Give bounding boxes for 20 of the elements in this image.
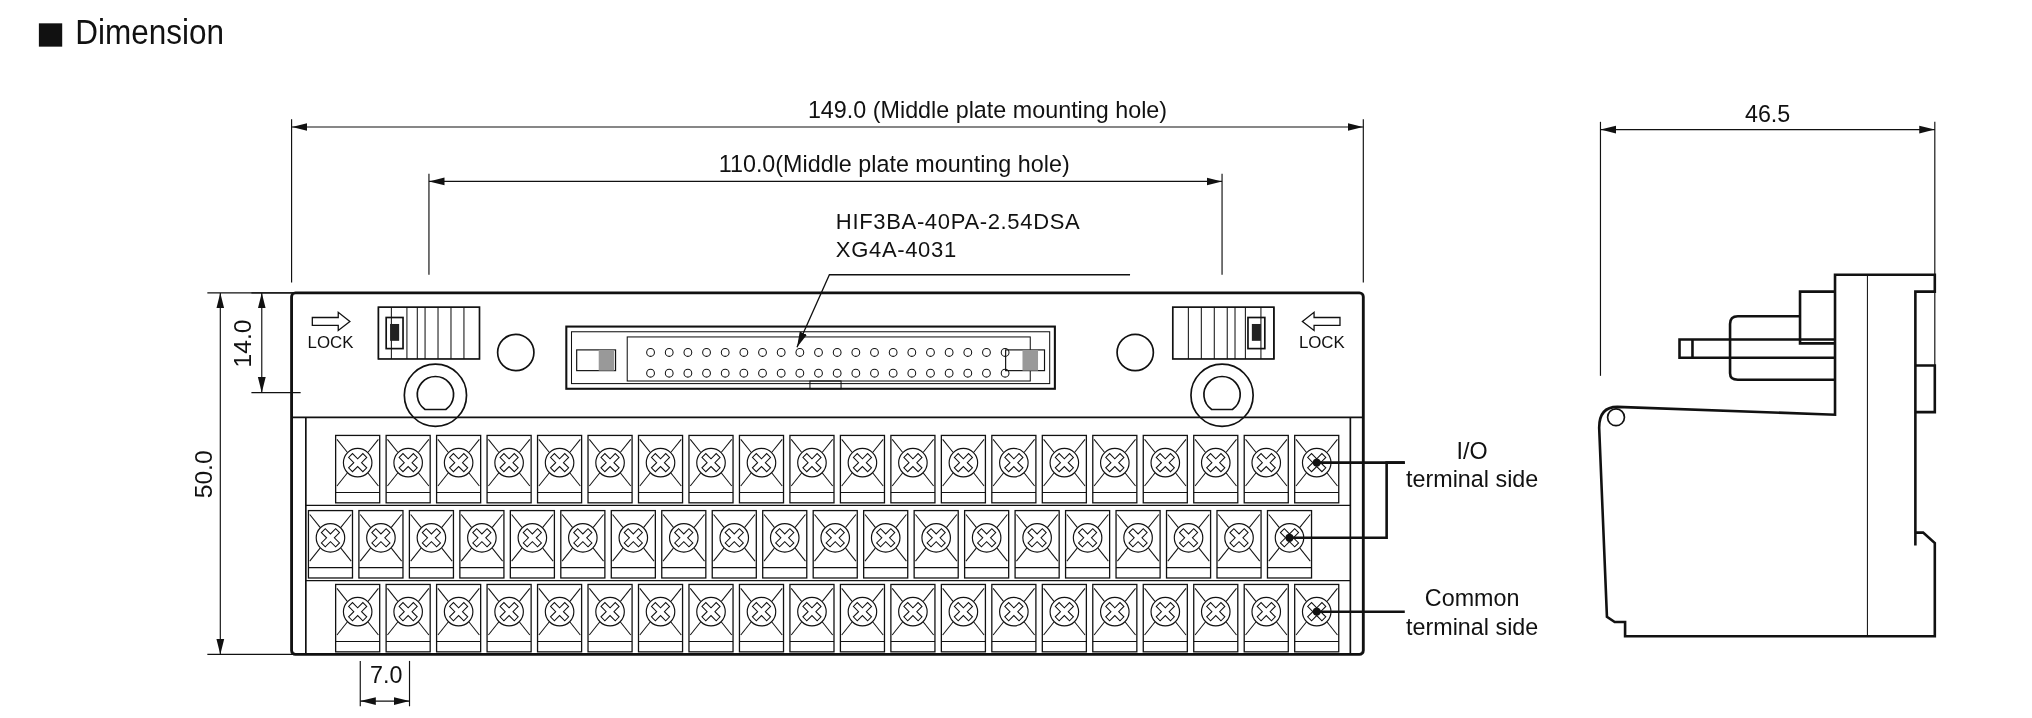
connector-drawing bbox=[565, 325, 1056, 390]
part-number: XG4A-4031 bbox=[835, 236, 958, 264]
dimension-label: 46.5 bbox=[1744, 102, 1791, 129]
terminal-row bbox=[335, 583, 1340, 653]
leader-line bbox=[796, 274, 1131, 348]
leader-line bbox=[1285, 461, 1405, 542]
dimension-label: 14.0 bbox=[230, 319, 257, 368]
dimension-label: 110.0(Middle plate mounting hole) bbox=[718, 153, 1070, 179]
part-number: HIF3BA-40PA-2.54DSA bbox=[835, 209, 1081, 237]
terminal-row bbox=[307, 509, 1313, 579]
terminal-row bbox=[335, 434, 1340, 504]
lock-label: LOCK bbox=[307, 334, 354, 353]
page-title: Dimension bbox=[75, 14, 224, 53]
dimension-label: 149.0 (Middle plate mounting hole) bbox=[807, 98, 1168, 125]
leader-line bbox=[1312, 607, 1405, 616]
dimension-label: 7.0 bbox=[369, 663, 403, 690]
dimension-label: 50.0 bbox=[191, 450, 219, 499]
callout-label: Common terminal side bbox=[1405, 585, 1540, 643]
lock-label: LOCK bbox=[1298, 334, 1345, 353]
callout-label: I/O terminal side bbox=[1405, 438, 1540, 495]
